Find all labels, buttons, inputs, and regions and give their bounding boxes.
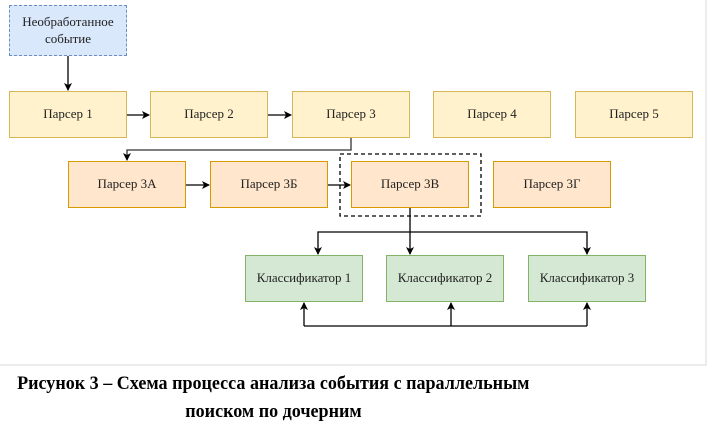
node-label: Классификатор 3 bbox=[539, 270, 635, 286]
edge-parser3-parser3a bbox=[123, 138, 352, 161]
node-label: Парсер 3В bbox=[380, 176, 440, 192]
node-label: Парсер 2 bbox=[184, 106, 234, 122]
node-parser-4: Парсер 4 bbox=[433, 91, 551, 138]
node-label: Парсер 1 bbox=[43, 106, 93, 122]
node-label: Классификатор 2 bbox=[397, 270, 493, 286]
node-parser-3b: Парсер 3Б bbox=[210, 161, 328, 208]
caption-line-1: Рисунок 3 – Схема процесса анализа событ… bbox=[17, 373, 530, 394]
node-parser-3g: Парсер 3Г bbox=[493, 161, 611, 208]
edge-parser3v-classifier1 bbox=[314, 231, 410, 255]
node-parser-3v: Парсер 3В bbox=[351, 161, 469, 208]
node-label: Необработанное событие bbox=[22, 13, 114, 46]
figure-caption: Рисунок 3 – Схема процесса анализа событ… bbox=[0, 370, 637, 426]
node-parser-3: Парсер 3 bbox=[292, 91, 410, 138]
node-label: Парсер 4 bbox=[467, 106, 517, 122]
node-label: Парсер 3Б bbox=[240, 176, 298, 192]
node-label: Классификатор 1 bbox=[256, 270, 352, 286]
node-parser-3a: Парсер 3А bbox=[68, 161, 186, 208]
node-label: Парсер 3Г bbox=[523, 176, 581, 192]
node-parser-5: Парсер 5 bbox=[575, 91, 693, 138]
node-label: Парсер 5 bbox=[609, 106, 659, 122]
connectors bbox=[64, 56, 591, 327]
node-classifier-1: Классификатор 1 bbox=[245, 255, 363, 302]
node-raw-event: Необработанное событие bbox=[9, 5, 127, 56]
node-label: Парсер 3 bbox=[326, 106, 376, 122]
node-parser-1: Парсер 1 bbox=[9, 91, 127, 138]
edge-parser3v-classifier3 bbox=[410, 231, 591, 255]
node-classifier-2: Классификатор 2 bbox=[386, 255, 504, 302]
node-label: Парсер 3А bbox=[97, 176, 157, 192]
caption-line-2: поиском по дочерним bbox=[185, 401, 362, 422]
node-classifier-3: Классификатор 3 bbox=[528, 255, 646, 302]
node-parser-2: Парсер 2 bbox=[150, 91, 268, 138]
